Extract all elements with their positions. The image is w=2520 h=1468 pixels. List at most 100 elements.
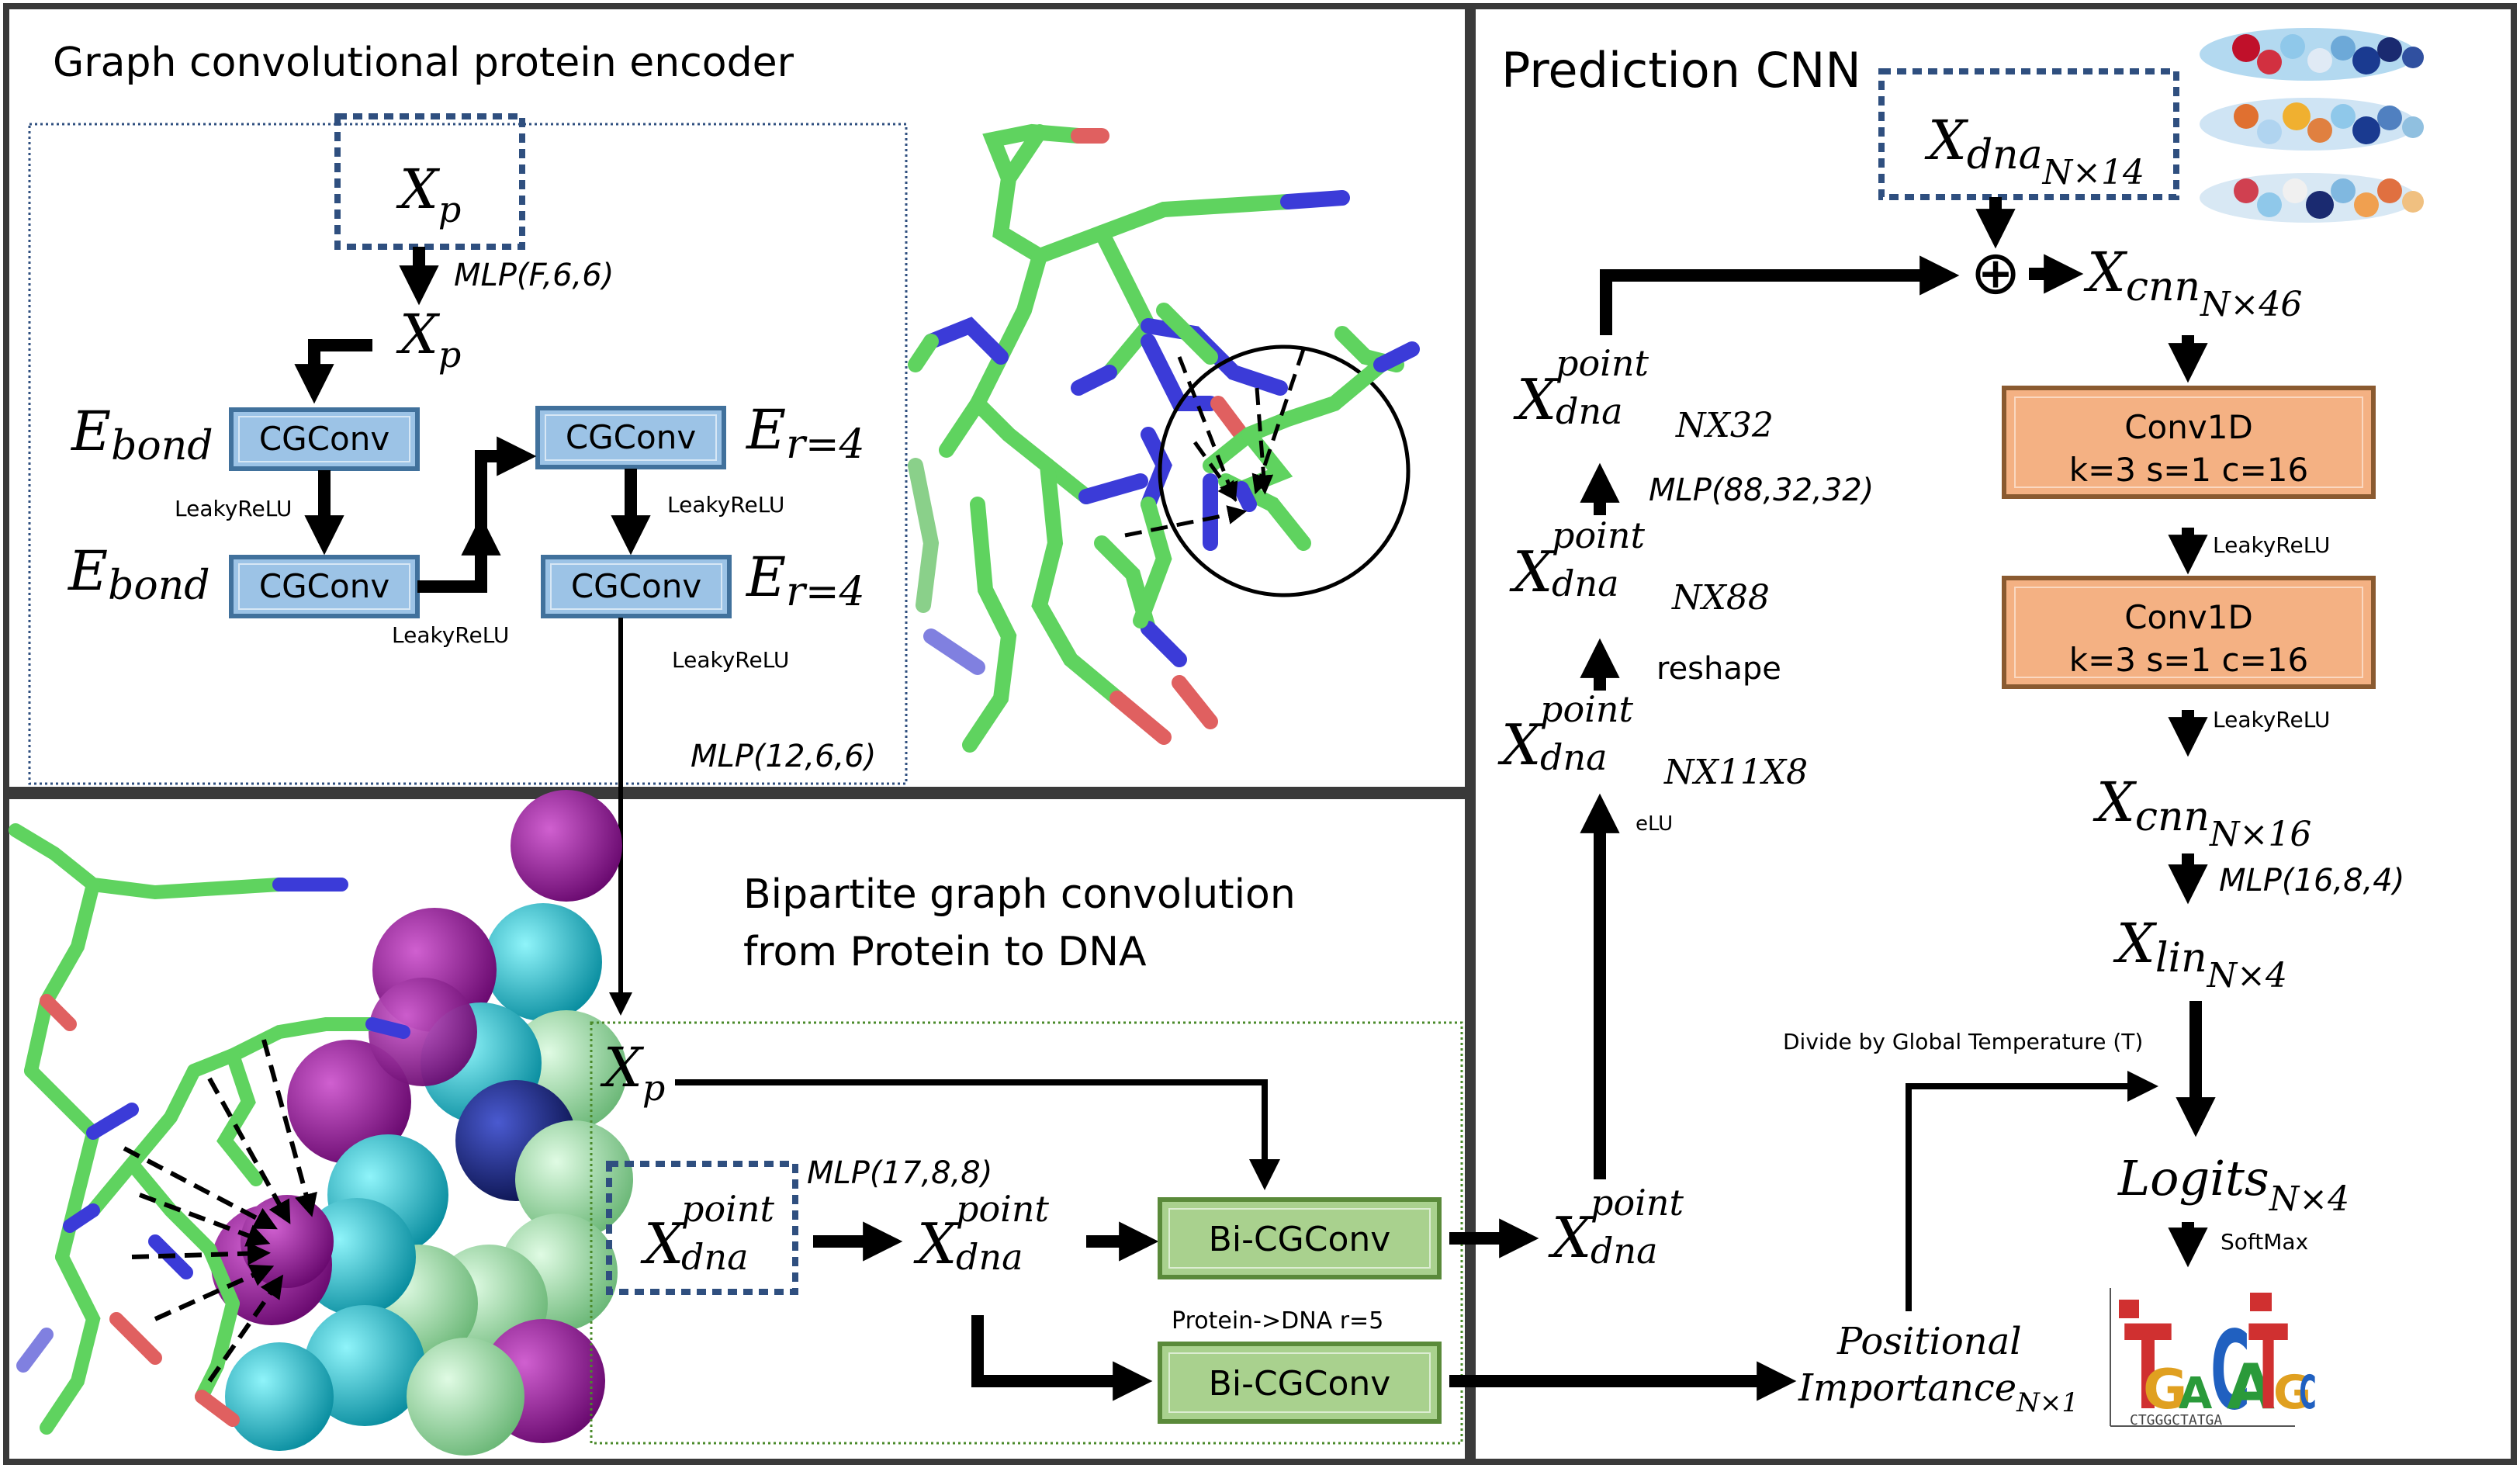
encoder-mlp2-label: MLP(12,6,6)	[691, 739, 876, 774]
e-r4-label-2: Er=4	[745, 545, 865, 615]
e-bond-label-2: Ebond	[67, 539, 209, 609]
logo-letter-5: A	[2227, 1351, 2275, 1423]
leaky-label-2: LeakyReLU	[392, 622, 509, 648]
svg-text:point: point	[681, 1188, 774, 1230]
logo-letter-7: G	[2273, 1366, 2311, 1420]
svg-text:point: point	[1540, 688, 1633, 730]
svg-text:X: X	[1548, 1205, 1594, 1270]
cnn-title: Prediction CNN	[1501, 42, 1861, 99]
encoder-mlp1-label: MLP(F,6,6)	[454, 258, 614, 293]
bipartite-panel-frame	[3, 793, 1471, 1465]
cgconv-box-4: CGConv	[541, 555, 732, 618]
positional-label-line2: ImportanceN×1	[1798, 1366, 2079, 1418]
xp-embedded-label: Xp	[396, 303, 461, 376]
arrow-xp-cgconv	[294, 339, 372, 404]
svg-text:NX88: NX88	[1671, 578, 1770, 618]
xdna-point-embedded-label: X point dna	[913, 1188, 1049, 1278]
e-r4-label-1: Er=4	[745, 398, 865, 468]
leaky-label-3: LeakyReLU	[667, 492, 784, 518]
reshape-label: reshape	[1656, 651, 1781, 687]
bipartite-mlp-label: MLP(17,8,8)	[807, 1155, 992, 1191]
arrow-to-oplus	[1600, 255, 1960, 335]
middle-mlp-label: MLP(88,32,32)	[1649, 473, 1874, 508]
bipartite-title-line2: from Protein to DNA	[743, 929, 1147, 975]
svg-text:dna: dna	[681, 1236, 749, 1278]
cnn-panel-frame	[1469, 3, 2517, 1465]
xcnn16-label: XcnnN×16	[2092, 770, 2311, 854]
svg-text:NX32: NX32	[1675, 406, 1774, 445]
cgconv-box-1: CGConv	[229, 407, 420, 471]
logo-letter-3: A	[2179, 1369, 2213, 1419]
bipartite-title-line1: Bipartite graph convolution	[743, 871, 1296, 918]
svg-text:X: X	[640, 1211, 686, 1276]
elu-label: eLU	[1636, 812, 1673, 836]
dna-protein-contact-image	[9, 790, 633, 1456]
divide-temperature-label: Divide by Global Temperature (T)	[1783, 1029, 2143, 1054]
svg-text:dna: dna	[1552, 563, 1619, 604]
xdna-point-out-label: X point dna	[1548, 1182, 1684, 1272]
svg-text:CGConv: CGConv	[571, 567, 701, 605]
encoder-dotted-region	[28, 123, 908, 785]
cgconv-box-2: CGConv	[229, 555, 420, 618]
logits-label: LogitsN×4	[2117, 1150, 2349, 1219]
svg-text:X: X	[1513, 367, 1559, 432]
cgconv-box-3: CGConv	[535, 406, 726, 469]
conv1d-box-1: Conv1D k=3 s=1 c=16	[2002, 386, 2376, 499]
logo-letter-4: C	[2210, 1308, 2250, 1435]
arrow-xdna-bicgconv2	[971, 1315, 1153, 1401]
protein-structure-image-top	[908, 123, 1460, 784]
svg-text:Conv1D: Conv1D	[2124, 598, 2253, 636]
input-xp-dashed-box	[334, 113, 525, 250]
bipartite-xp-label: Xp	[600, 1036, 665, 1109]
xdna-input-label: XdnaN×14	[1924, 109, 2144, 192]
svg-text:Conv1D: Conv1D	[2124, 408, 2253, 446]
xlin-label: XlinN×4	[2113, 912, 2287, 995]
svg-text:CGConv: CGConv	[259, 420, 389, 458]
svg-text:Bi-CGConv: Bi-CGConv	[1209, 1364, 1391, 1404]
xdna-point-dashed-box	[606, 1161, 798, 1295]
svg-text:point: point	[1556, 342, 1649, 384]
xcnn46-label: XcnnN×46	[2083, 241, 2302, 324]
svg-text:CGConv: CGConv	[259, 567, 389, 605]
svg-text:X: X	[913, 1211, 959, 1276]
cnn-mlp-label: MLP(16,8,4)	[2219, 863, 2404, 898]
logo-letter-8: C	[2300, 1366, 2317, 1421]
softmax-label: SoftMax	[2221, 1229, 2308, 1255]
logo-letter-1: T	[2124, 1301, 2172, 1437]
svg-text:point: point	[956, 1188, 1049, 1230]
leaky-label-1: LeakyReLU	[175, 496, 292, 521]
encoder-panel-frame	[3, 3, 1471, 793]
xdna-point-nx11x8-label: X point dna NX11X8	[1497, 688, 1808, 792]
arrow-importance-to-logits	[1906, 1071, 2158, 1311]
neighborhood-circle	[1158, 344, 1411, 597]
bi-cgconv-box-1: Bi-CGConv	[1158, 1197, 1442, 1279]
xdna-input-dashed-box	[1878, 68, 2179, 200]
dna-structure-thumbnails	[2200, 28, 2424, 223]
svg-text:X: X	[1509, 539, 1555, 604]
leaky-label-4: LeakyReLU	[672, 647, 789, 673]
svg-text:point: point	[1552, 514, 1645, 556]
svg-text:CGConv: CGConv	[566, 418, 696, 456]
cnn-leaky-label-1: LeakyReLU	[2213, 532, 2330, 558]
svg-text:Bi-CGConv: Bi-CGConv	[1209, 1220, 1391, 1259]
logo-bottom-row: CTGGGCTATGA	[2130, 1412, 2222, 1428]
svg-text:dna: dna	[1540, 736, 1608, 778]
svg-text:point: point	[1591, 1182, 1684, 1224]
sequence-logo: T G A C A T G C CTGGGCTATGA	[2110, 1288, 2317, 1436]
svg-text:X: X	[1497, 712, 1543, 777]
xp-input-label: Xp	[396, 158, 461, 230]
xdna-point-input-label: X point dna	[640, 1188, 774, 1278]
xdna-point-nx32-label: X point dna NX32	[1513, 342, 1774, 445]
encoder-title: Graph convolutional protein encoder	[53, 40, 794, 86]
e-bond-label-1: Ebond	[70, 400, 213, 469]
svg-text:NX11X8: NX11X8	[1663, 753, 1808, 792]
positional-label-line1: Positional	[1836, 1320, 2022, 1363]
xdna-point-nx88-label: X point dna NX88	[1509, 514, 1770, 618]
svg-text:k=3 s=1 c=16: k=3 s=1 c=16	[2069, 641, 2308, 679]
protein-dna-label: Protein->DNA r=5	[1172, 1307, 1383, 1335]
logo-letter-6: T	[2248, 1300, 2288, 1436]
bi-cgconv-box-2: Bi-CGConv	[1158, 1342, 1442, 1424]
svg-text:k=3 s=1 c=16: k=3 s=1 c=16	[2069, 451, 2308, 489]
logo-letter-2: G	[2143, 1358, 2187, 1421]
